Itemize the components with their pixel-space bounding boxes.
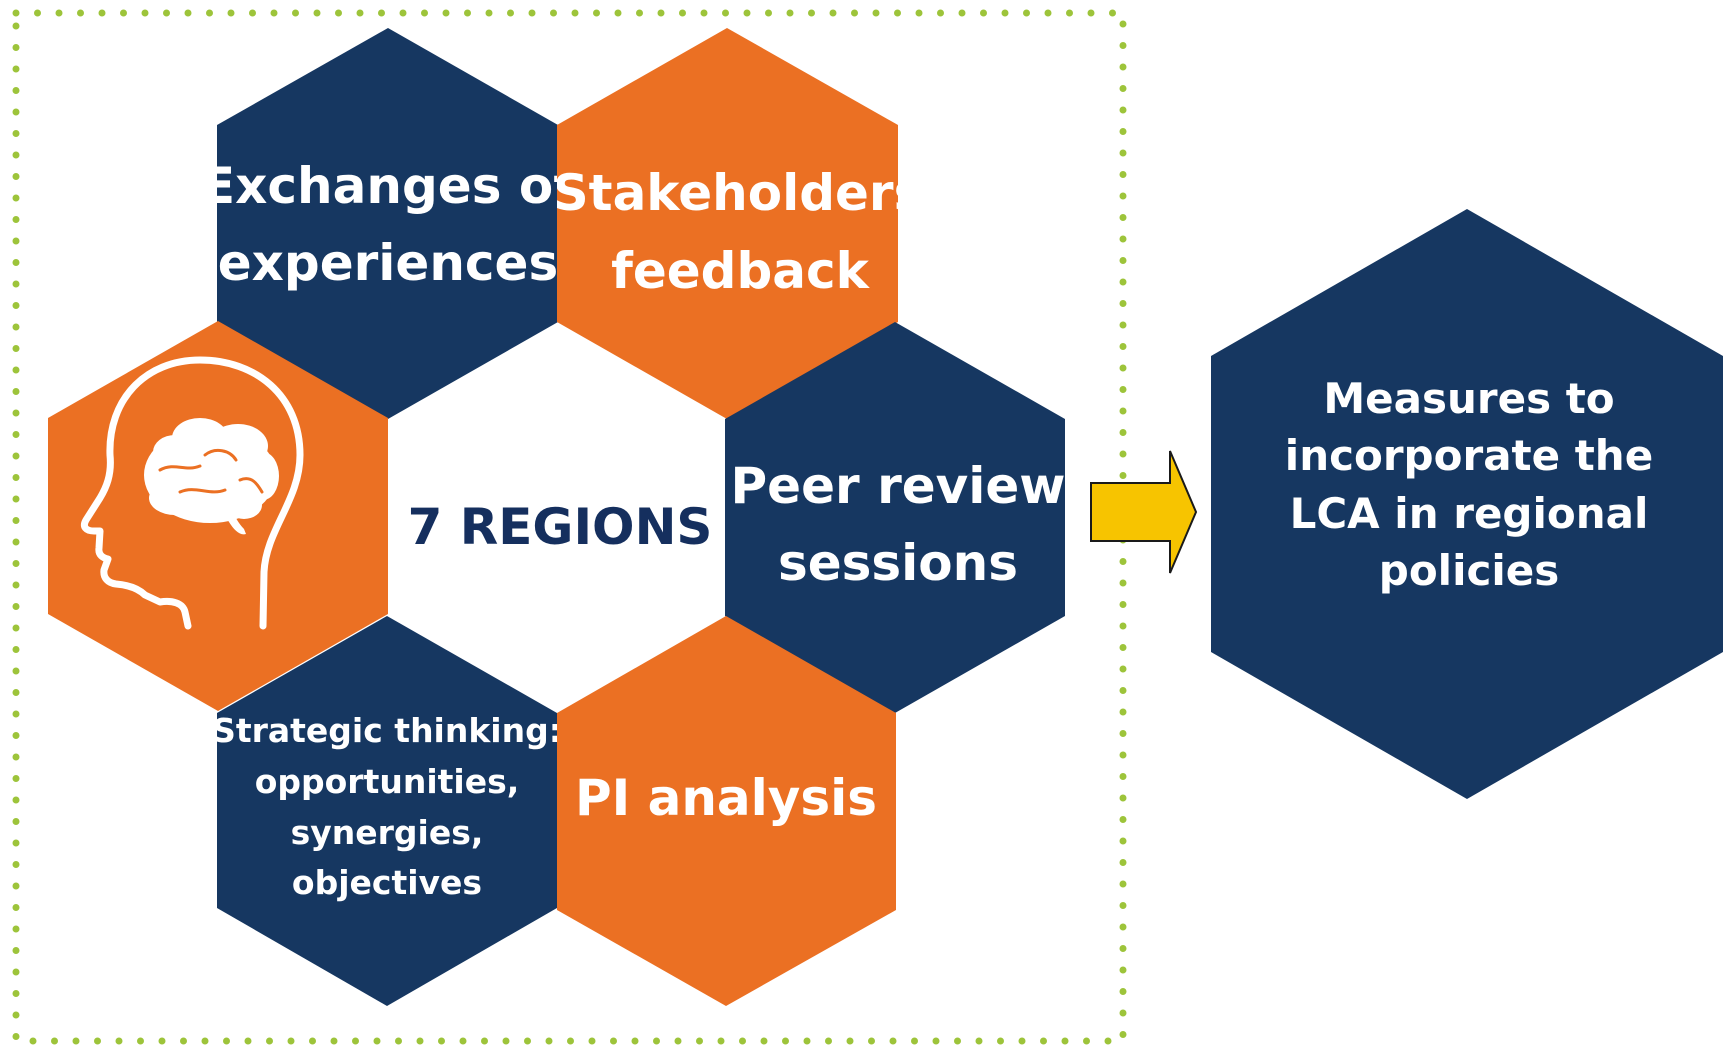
hex-pi-analysis: PI analysis: [557, 616, 896, 1006]
hexagon-shape: [1211, 209, 1723, 799]
hex-stakeholders: Stakeholders feedback: [553, 28, 924, 419]
right-arrow-icon: [1090, 450, 1198, 574]
strategic-line2: opportunities,: [255, 762, 520, 801]
stakeholders-line1: Stakeholders: [553, 164, 924, 222]
strategic-line3: synergies,: [291, 813, 484, 852]
pi-analysis-line1: PI analysis: [575, 769, 877, 827]
outcome-line1: Measures to: [1323, 374, 1614, 423]
outcome-line3: LCA in regional: [1290, 489, 1649, 538]
hexagon-shape: [557, 28, 898, 419]
hex-brain: [48, 321, 388, 711]
hexagon-shape: [217, 28, 558, 419]
brain-icon: [144, 418, 279, 535]
center-regions-label: 7 REGIONS: [408, 498, 713, 556]
strategic-line1: Strategic thinking:: [212, 711, 562, 750]
hex-exchanges: Exchanges of experiences: [201, 28, 576, 419]
hex-outcome: Measures to incorporate the LCA in regio…: [1211, 209, 1723, 799]
outcome-line2: incorporate the: [1285, 431, 1653, 480]
exchanges-line1: Exchanges of: [201, 157, 576, 215]
dotted-border-frame: [12, 9, 1127, 1045]
hexagon-shape: [725, 322, 1065, 713]
exchanges-line2: experiences: [218, 234, 558, 292]
hex-strategic: Strategic thinking: opportunities, syner…: [212, 616, 562, 1006]
hexagon-shape: [557, 616, 896, 1006]
strategic-line4: objectives: [292, 863, 482, 902]
peer-review-line2: sessions: [778, 534, 1018, 592]
head-brain-icon: [80, 356, 304, 630]
stakeholders-line2: feedback: [611, 242, 871, 300]
outcome-line4: policies: [1379, 546, 1560, 595]
peer-review-line1: Peer review: [731, 457, 1066, 515]
hex-peer-review: Peer review sessions: [725, 322, 1065, 713]
hexagon-shape: [217, 616, 557, 1006]
